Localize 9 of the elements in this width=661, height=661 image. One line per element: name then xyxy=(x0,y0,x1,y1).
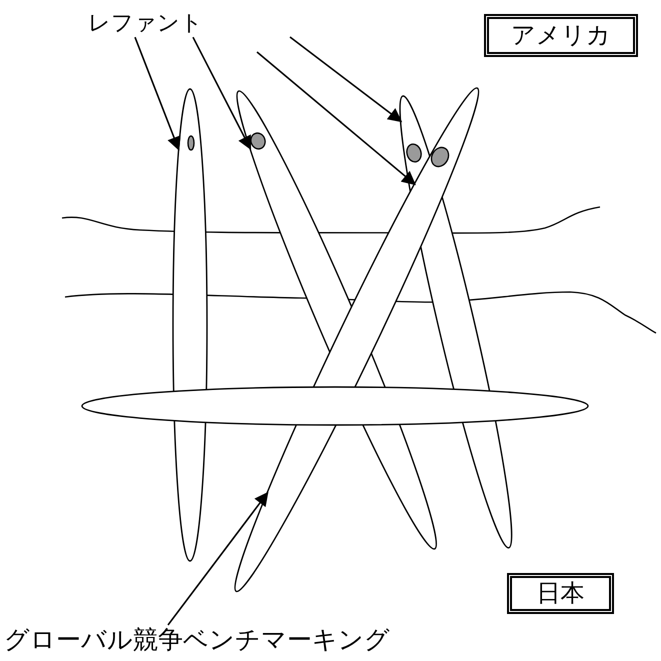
caption-text: グローバル競争ベンチマーキング xyxy=(4,626,390,654)
arrow xyxy=(167,492,268,626)
country-box: 日本 xyxy=(507,573,614,614)
arrow xyxy=(192,36,252,150)
arrow xyxy=(256,51,416,186)
country-box: アメリカ xyxy=(484,14,638,57)
arrow xyxy=(290,36,402,122)
arrow xyxy=(134,36,181,151)
label-text: レファント xyxy=(88,12,203,36)
